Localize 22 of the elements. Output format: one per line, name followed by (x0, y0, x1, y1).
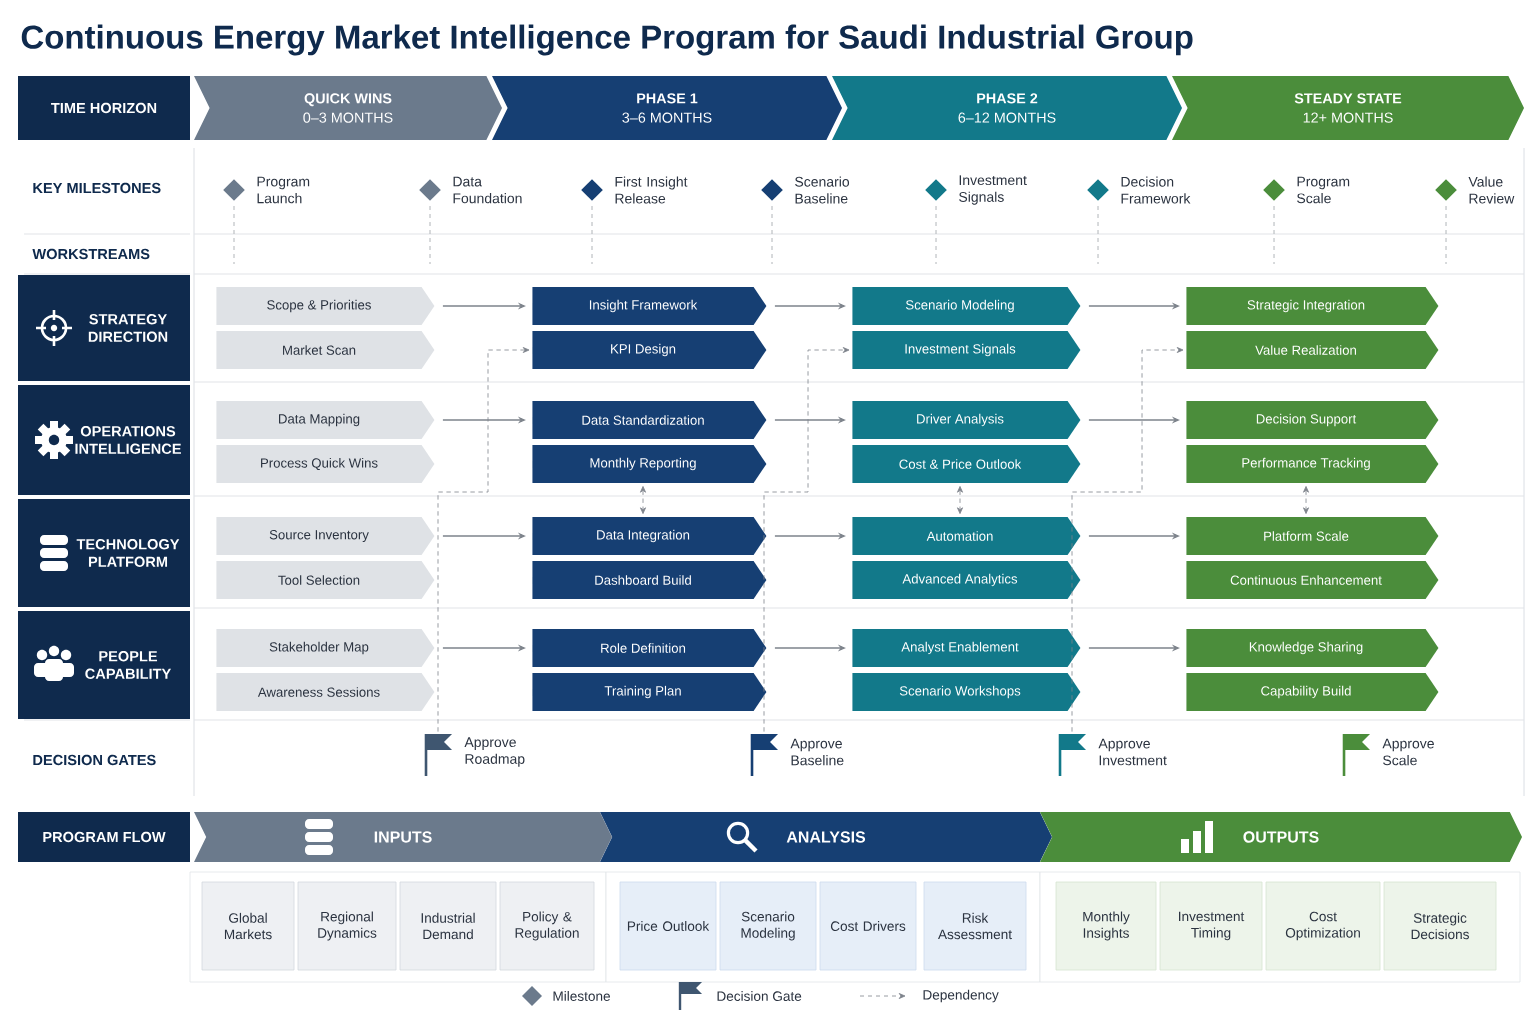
milestone-diamond (419, 179, 441, 201)
milestone-diamond (581, 179, 603, 201)
dependency-arrow (437, 347, 530, 732)
gate-flag (750, 734, 778, 776)
milestone-diamond (223, 179, 245, 201)
flow-band: ANALYSIS (600, 812, 1052, 862)
milestone-diamond (925, 179, 947, 201)
milestone-diamond (1087, 179, 1109, 201)
dependency-arrow (763, 347, 850, 732)
flow-band: OUTPUTS (1040, 812, 1522, 862)
title: Continuous Energy Market Intelligence Program for Saudi Industrial Group (21, 24, 1193, 56)
milestone-diamond (761, 179, 783, 201)
dependency-arrow (640, 486, 646, 514)
milestone-diamond (1263, 179, 1285, 201)
flow-band: INPUTS (194, 812, 612, 862)
gate-flag (1058, 734, 1086, 776)
gate-flag (1342, 734, 1370, 776)
dependency-arrow (1071, 347, 1184, 732)
gate-flag (424, 734, 452, 776)
dependency-arrow (957, 486, 963, 514)
dependency-arrow (1303, 486, 1309, 514)
milestone-diamond (1435, 179, 1457, 201)
